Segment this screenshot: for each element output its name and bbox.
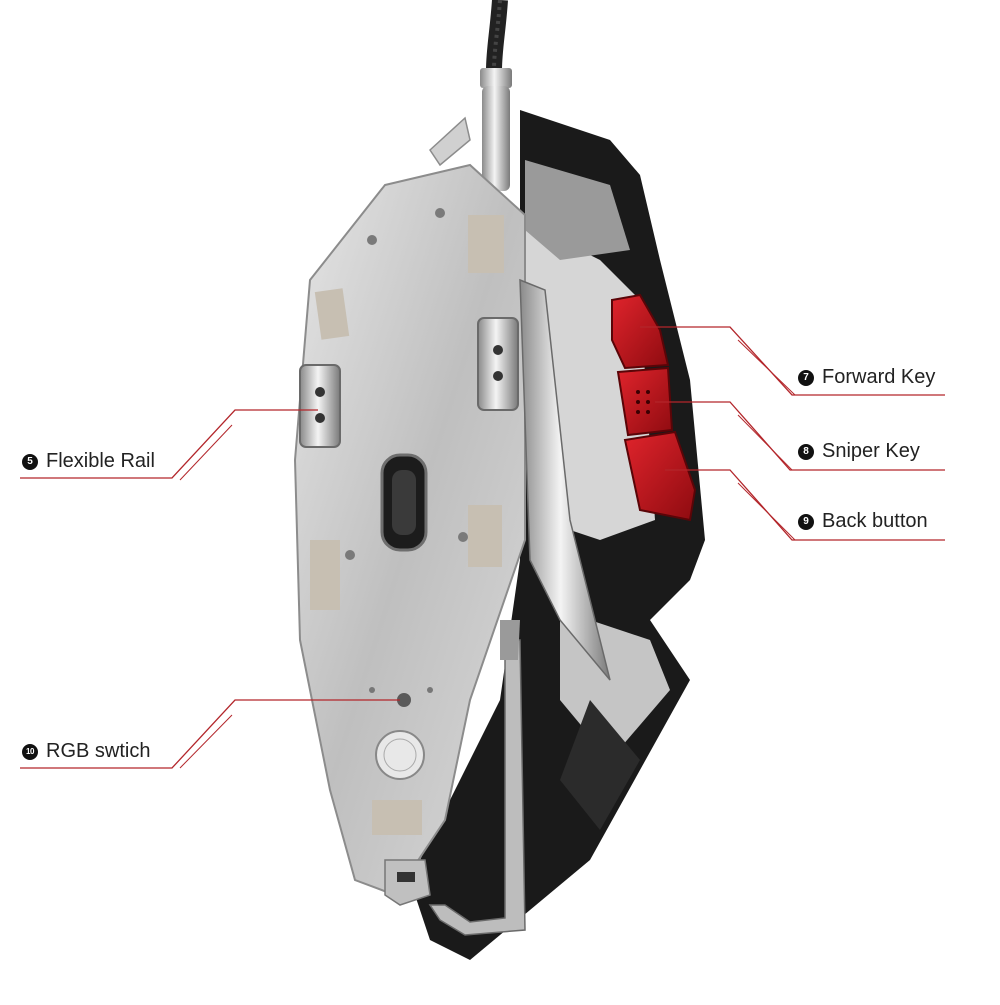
- callout-sniper-key: 8 Sniper Key: [798, 440, 920, 463]
- leader-line-forward-key: [640, 326, 945, 396]
- callout-back-button: 9 Back button: [798, 510, 928, 533]
- leader-line-back-button: [665, 469, 945, 541]
- callout-number-badge: 5: [22, 453, 38, 470]
- callout-label: Flexible Rail: [46, 450, 155, 472]
- mouse-main-plate: [293, 116, 526, 906]
- leader-line-rgb-switch: [20, 699, 400, 769]
- mouse-chrome-frame: [428, 278, 611, 936]
- callout-label: Sniper Key: [822, 440, 920, 462]
- cable: [480, 0, 512, 191]
- callout-label: Forward Key: [822, 366, 936, 388]
- leader-line-sniper-key: [655, 401, 945, 471]
- callout-rgb-switch: 10 RGB swtich: [22, 740, 150, 763]
- callout-label: RGB swtich: [46, 740, 151, 762]
- callout-label: Back button: [822, 510, 928, 532]
- callout-forward-key: 7 Forward Key: [798, 366, 935, 389]
- side-buttons: [611, 293, 697, 522]
- callout-flexible-rail: 5 Flexible Rail: [22, 450, 155, 473]
- callout-number-badge: 7: [798, 369, 814, 386]
- callout-number-badge: 10: [22, 743, 38, 760]
- leader-line-flexible-rail: [20, 409, 318, 479]
- callout-number-badge: 8: [798, 443, 814, 460]
- leader-lines: [20, 326, 945, 769]
- callout-number-badge: 9: [798, 513, 814, 530]
